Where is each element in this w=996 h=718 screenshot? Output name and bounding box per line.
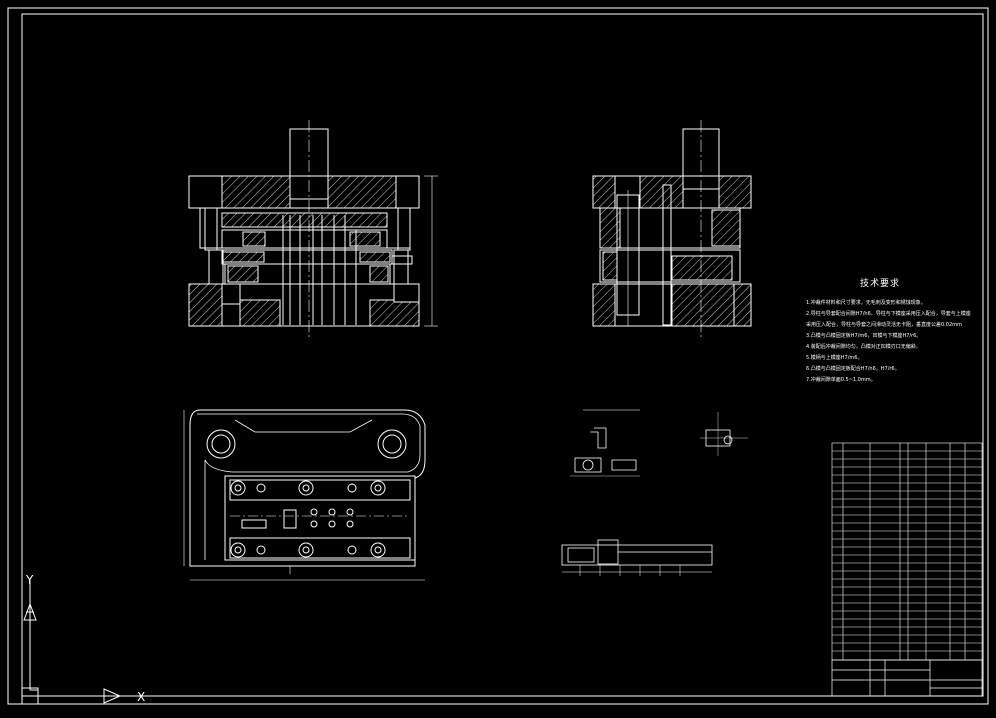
front-section-view[interactable] xyxy=(188,120,438,340)
technical-requirement-line: 1.冲裁件材料和尺寸要求，无毛刺及变形和锈蚀现象。 xyxy=(806,300,926,306)
sheet-outer-border xyxy=(7,7,989,705)
technical-requirements-title: 技术要求 xyxy=(860,279,901,289)
technical-requirement-line: 采用压入配合，导柱与导套之间滑动灵活无卡阻，垂直度公差0.02mm xyxy=(806,322,962,328)
ucs-icon xyxy=(21,580,122,705)
parts-list-table[interactable] xyxy=(831,442,983,661)
technical-requirement-line: 5.模柄与上模座H7/m6。 xyxy=(806,355,863,361)
technical-requirement-line: 4.装配后冲裁间隙均匀，凸模对正凹模刃口无偏斜。 xyxy=(806,344,921,350)
detail-view-pin[interactable] xyxy=(700,412,748,456)
technical-requirement-line: 2.导柱与导套配合间隙H7/h6。导柱与下模座采用压入配合，导套与上模座 xyxy=(806,311,971,317)
top-plan-view[interactable] xyxy=(183,409,426,581)
ucs-axis-y-label: Y xyxy=(25,573,34,587)
sheet-inner-border xyxy=(21,13,984,697)
technical-requirement-line: 7.冲裁间隙单面0.5~1.0mm。 xyxy=(806,377,876,383)
ucs-axis-x-label: X xyxy=(137,690,145,704)
technical-requirement-line: 3.凸模与凸模固定板H7/m6，凹模与下模座H7/r6。 xyxy=(806,333,922,339)
technical-requirement-line: 6.凸模与凸模固定板配合H7/n6，H7/r6。 xyxy=(806,366,900,372)
title-block[interactable] xyxy=(831,659,983,697)
side-section-view[interactable] xyxy=(592,120,752,340)
detail-view-part[interactable] xyxy=(570,409,640,477)
strip-layout-view[interactable] xyxy=(561,539,713,576)
